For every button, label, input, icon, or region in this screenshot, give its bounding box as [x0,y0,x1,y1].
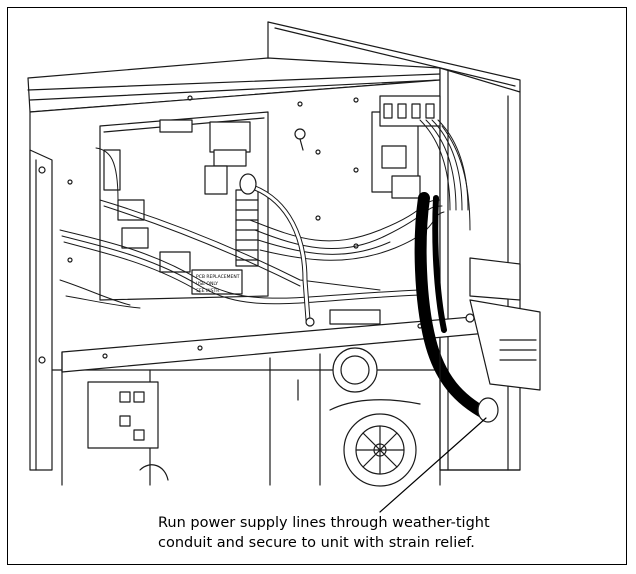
inducer-motor [332,347,378,393]
callout-caption: Run power supply lines through weather-t… [158,513,598,553]
caption-line-1: Run power supply lines through weather-t… [158,515,490,531]
board-label-3: SEE INSTR [196,288,219,294]
transformer [209,121,251,153]
panel-screw [187,95,193,101]
conduit-bracket [469,257,541,391]
callout-leader-line [379,417,487,513]
board-label-1: PCB REPLACEMENT [196,274,240,280]
panel-screw [315,149,321,155]
lower-compartment [61,339,441,487]
panel-screw [353,97,359,103]
cabinet-left-side [29,149,53,471]
power-supply-conduit [414,192,499,423]
control-board: PCB REPLACEMENT USE ONLY SEE INSTR [99,111,269,301]
panel-screw [315,215,321,221]
panel-screw [353,167,359,173]
panel-screw [297,101,303,107]
wire-harness [59,119,471,309]
low-voltage-cable [239,173,311,323]
strain-relief-fitting [477,397,499,423]
panel-screw [67,179,73,185]
board-terminal-strip [235,189,259,267]
contactor [371,95,441,199]
panel-screw [67,257,73,263]
relay [159,251,191,273]
caption-line-2: conduit and secure to unit with strain r… [158,535,475,551]
relay [121,227,149,249]
